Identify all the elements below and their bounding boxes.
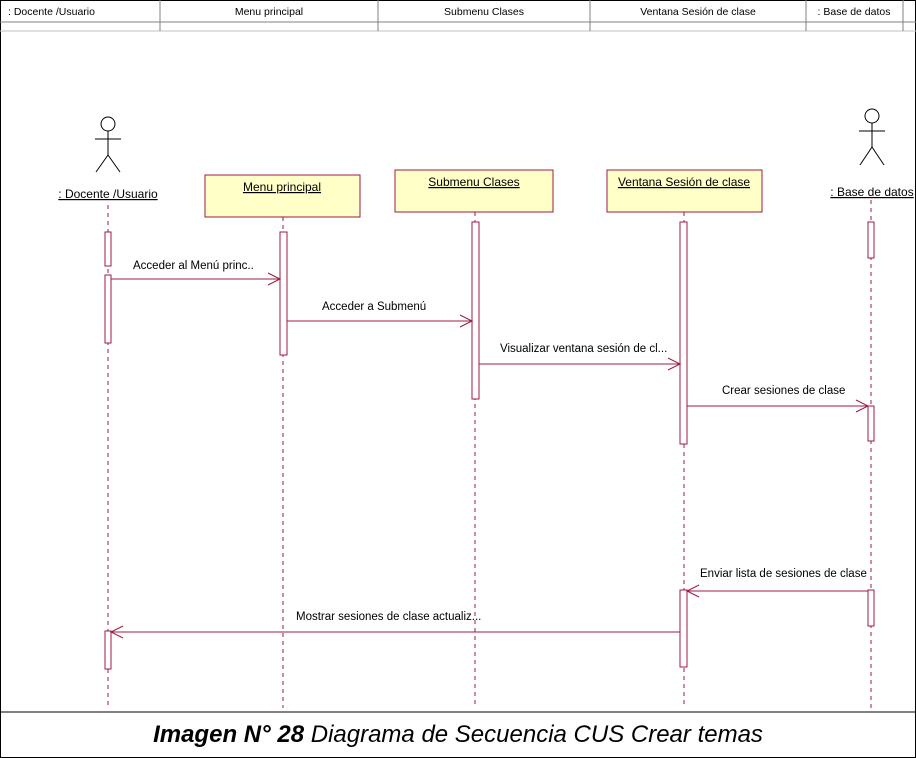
header-col-submenu: Submenu Clases bbox=[444, 6, 524, 18]
message-arrowhead-2 bbox=[459, 314, 474, 328]
activation-base-datos-1 bbox=[867, 221, 875, 259]
participant-menu-label: Menu principal bbox=[243, 180, 321, 194]
caption-number: Imagen N° 28 bbox=[153, 721, 305, 748]
message-arrowhead-6 bbox=[109, 625, 124, 639]
activation-menu bbox=[279, 231, 288, 356]
participant-submenu-label: Submenu Clases bbox=[428, 175, 519, 189]
message-label-1: Acceder al Menú princ.. bbox=[133, 260, 254, 272]
activation-docente-3 bbox=[104, 630, 112, 670]
participant-docente-label: : Docente /Usuario bbox=[58, 187, 158, 201]
participant-ventana-label: Ventana Sesión de clase bbox=[618, 175, 750, 189]
object-box-submenu bbox=[394, 169, 554, 213]
message-label-3: Visualizar ventana sesión de cl... bbox=[500, 343, 667, 355]
actor-base-datos-icon bbox=[859, 108, 885, 166]
message-arrowhead-3 bbox=[667, 357, 682, 371]
header-col-ventana: Ventana Sesión de clase bbox=[640, 6, 756, 18]
activation-ventana-1 bbox=[679, 221, 688, 445]
caption-text: Diagrama de Secuencia CUS Crear temas bbox=[304, 721, 763, 748]
message-label-6: Mostrar sesiones de clase actualiz... bbox=[296, 611, 481, 623]
header-col-base: : Base de datos bbox=[818, 6, 891, 18]
participant-base-datos-label: : Base de datos bbox=[830, 185, 913, 199]
activation-docente-1 bbox=[104, 231, 112, 267]
activation-ventana-2 bbox=[679, 589, 688, 668]
message-arrowhead-4 bbox=[855, 399, 870, 413]
message-arrowhead-1 bbox=[267, 272, 282, 286]
message-arrowhead-5 bbox=[685, 584, 700, 598]
object-box-ventana bbox=[606, 169, 763, 213]
header-col-menu: Menu principal bbox=[235, 6, 303, 18]
actor-docente-icon bbox=[95, 116, 121, 173]
message-label-5: Enviar lista de sesiones de clase bbox=[700, 568, 867, 580]
message-label-2: Acceder a Submenú bbox=[322, 301, 426, 313]
activation-base-datos-3 bbox=[867, 589, 875, 627]
message-label-4: Crear sesiones de clase bbox=[722, 385, 845, 397]
activation-submenu bbox=[471, 221, 480, 400]
figure-caption: Imagen N° 28 Diagrama de Secuencia CUS C… bbox=[0, 712, 916, 758]
activation-base-datos-2 bbox=[867, 405, 875, 442]
header-col-docente: : Docente /Usuario bbox=[8, 6, 95, 18]
activation-docente-2 bbox=[104, 274, 112, 344]
